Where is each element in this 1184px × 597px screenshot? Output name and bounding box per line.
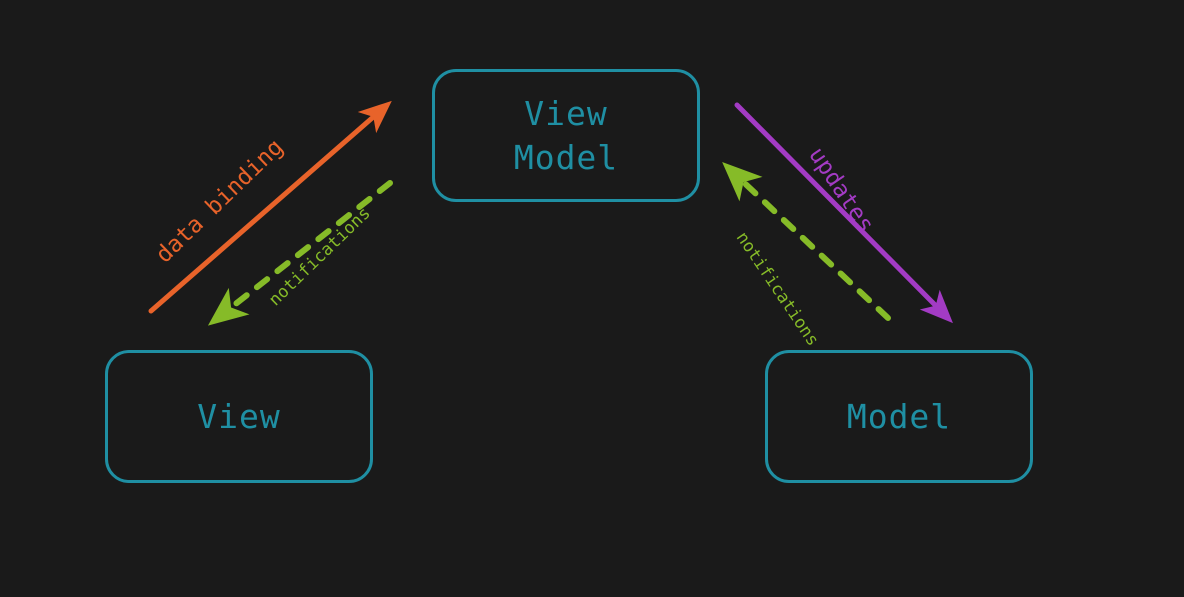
node-model-label: Model: [846, 396, 952, 436]
node-view-model[interactable]: View Model: [432, 69, 700, 202]
edge-label-data-binding: data binding: [150, 134, 289, 269]
node-model[interactable]: Model: [765, 350, 1033, 483]
edge-label-notifications-right: notifications: [731, 228, 823, 350]
node-view[interactable]: View: [105, 350, 373, 483]
node-view-model-label: View Model: [513, 93, 619, 177]
edge-notifications-left: [207, 180, 393, 326]
edge-label-updates: updates: [803, 142, 879, 238]
node-view-label: View: [197, 396, 281, 436]
edge-label-notifications-left: notifications: [265, 203, 375, 311]
